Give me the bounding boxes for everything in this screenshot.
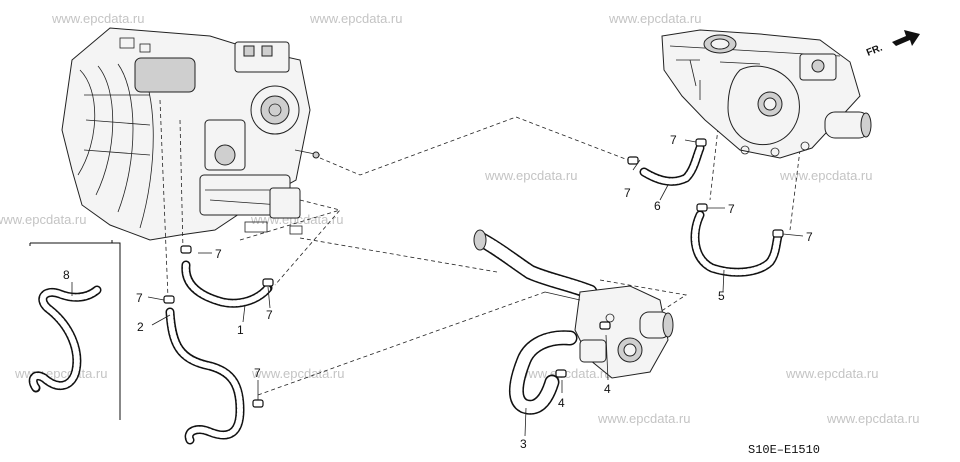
callout-4: 4 (558, 396, 565, 410)
callout-2: 2 (137, 320, 144, 334)
watermark: www.epcdata.ru (14, 366, 108, 381)
watermark: www.epcdata.ru (785, 366, 879, 381)
hose-clamp-icon (599, 321, 611, 330)
hose-3 (509, 330, 578, 415)
thermostat-housing (544, 285, 674, 379)
hose-clamp-icon (180, 245, 192, 254)
cylinder-head (661, 29, 872, 159)
callout-7: 7 (624, 186, 631, 200)
hose-2 (165, 307, 245, 445)
watermark: www.epcdata.ru (597, 411, 691, 426)
watermark: www.epcdata.ru (309, 11, 403, 26)
hose-clamp-icon (627, 156, 639, 165)
watermark: www.epcdata.ru (51, 11, 145, 26)
direction-label: FR. (865, 42, 884, 58)
hose-clamp-icon (555, 369, 567, 378)
callout-3: 3 (520, 437, 527, 451)
diagram-code: S10E–E1510 (748, 443, 820, 457)
callout-7: 7 (266, 308, 273, 322)
callout-5: 5 (718, 289, 725, 303)
hose-clamp-icon (695, 138, 707, 147)
direction-arrow-icon (892, 30, 920, 46)
inset-box (29, 240, 121, 420)
callout-7: 7 (215, 247, 222, 261)
callout-6: 6 (654, 199, 661, 213)
hose-5 (690, 210, 783, 277)
callout-7: 7 (728, 202, 735, 216)
hose-clamp-icon (696, 203, 708, 212)
callout-7: 7 (254, 366, 261, 380)
callouts: 1 2 3 4 4 5 6 8 7 7 7 7 7 7 7 7 (63, 133, 813, 451)
callout-leaders (71, 139, 804, 437)
water-pipe (473, 229, 598, 300)
hose-6 (639, 143, 705, 186)
callout-1: 1 (237, 323, 244, 337)
callout-4: 4 (604, 382, 611, 396)
intake-manifold (61, 27, 321, 241)
hose-clamp-icon (772, 229, 784, 238)
watermark: www.epcdata.ru (0, 212, 87, 227)
direction-indicator: FR. (865, 30, 920, 59)
watermark: www.epcdata.ru (826, 411, 920, 426)
watermark: www.epcdata.ru (251, 366, 345, 381)
hose-clamp-icon (252, 399, 264, 408)
watermark: www.epcdata.ru (779, 168, 873, 183)
hose-clamp-icon (163, 295, 175, 304)
callout-7: 7 (670, 133, 677, 147)
hose-clamp-icon (262, 278, 274, 287)
hose-8 (28, 285, 102, 393)
clamps (163, 138, 784, 408)
watermark: www.epcdata.ru (484, 168, 578, 183)
callout-7: 7 (136, 291, 143, 305)
hose-1 (181, 260, 273, 308)
callout-7: 7 (806, 230, 813, 244)
watermark: www.epcdata.ru (608, 11, 702, 26)
callout-8: 8 (63, 268, 70, 282)
